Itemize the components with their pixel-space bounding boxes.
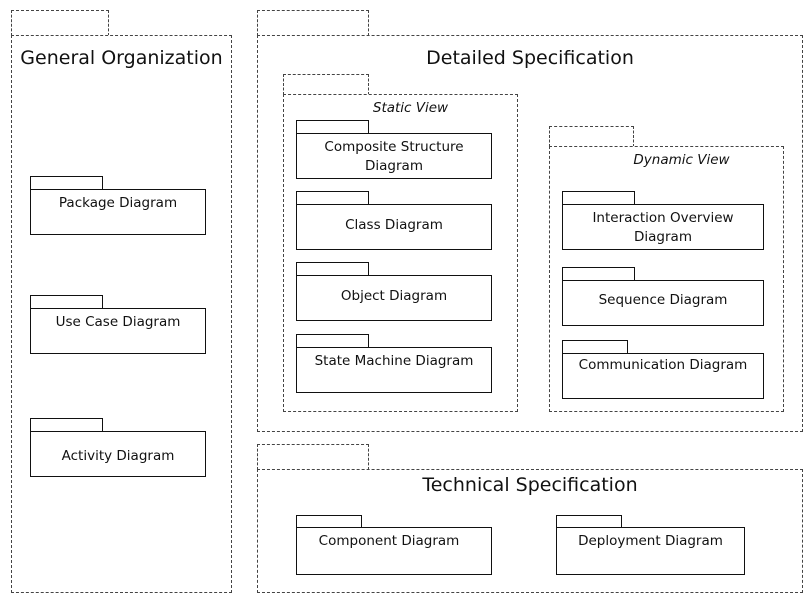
component-diagram-label: Component Diagram [318,533,460,549]
state-machine-diagram-tab [296,334,369,348]
general-organization-package-tab [11,10,109,36]
deployment-diagram-label: Deployment Diagram [578,533,723,549]
object-diagram-tab [296,262,369,276]
interaction-overview-diagram-tab [562,191,635,205]
composite-structure-diagram-tab [296,120,369,134]
deployment-diagram-box: Deployment Diagram [556,527,745,575]
technical-specification-package-tab [257,444,369,470]
state-machine-diagram-label: State Machine Diagram [314,353,474,369]
activity-diagram-label: Activity Diagram [61,448,175,464]
composite-structure-diagram-box: Composite Structure Diagram [296,133,492,179]
component-diagram-box: Component Diagram [296,527,492,575]
class-diagram-label: Class Diagram [345,217,443,233]
composite-structure-diagram-label-line1: Composite Structure [324,139,464,155]
dynamic-view-title: Dynamic View [633,152,730,168]
package-diagram-label: Package Diagram [58,195,178,211]
composite-structure-diagram-label-line2: Diagram [365,158,423,174]
static-view-title: Static View [372,100,449,116]
use-case-diagram-box: Use Case Diagram [30,308,206,354]
communication-diagram-label: Communication Diagram [578,357,748,373]
use-case-diagram-tab [30,295,103,309]
class-diagram-tab [296,191,369,205]
package-diagram-tab [30,176,103,190]
interaction-overview-diagram-label-line2: Diagram [634,229,692,245]
sequence-diagram-tab [562,267,635,281]
sequence-diagram-box: Sequence Diagram [562,280,764,326]
object-diagram-label: Object Diagram [340,288,448,304]
communication-diagram-box: Communication Diagram [562,353,764,399]
class-diagram-box: Class Diagram [296,204,492,250]
communication-diagram-tab [562,340,628,354]
sequence-diagram-label: Sequence Diagram [598,292,728,308]
detailed-specification-package-tab [257,10,369,36]
state-machine-diagram-box: State Machine Diagram [296,347,492,393]
interaction-overview-diagram-label-line1: Interaction Overview [592,210,734,226]
activity-diagram-box: Activity Diagram [30,431,206,477]
general-organization-title: General Organization [20,47,223,69]
technical-specification-title: Technical Specification [422,474,638,496]
use-case-diagram-label: Use Case Diagram [55,314,181,330]
object-diagram-box: Object Diagram [296,275,492,321]
dynamic-view-package-tab [549,126,634,147]
static-view-package-tab [283,74,369,95]
package-diagram-box: Package Diagram [30,189,206,235]
detailed-specification-title: Detailed Specification [426,47,634,69]
activity-diagram-tab [30,418,103,432]
interaction-overview-diagram-box: Interaction Overview Diagram [562,204,764,250]
